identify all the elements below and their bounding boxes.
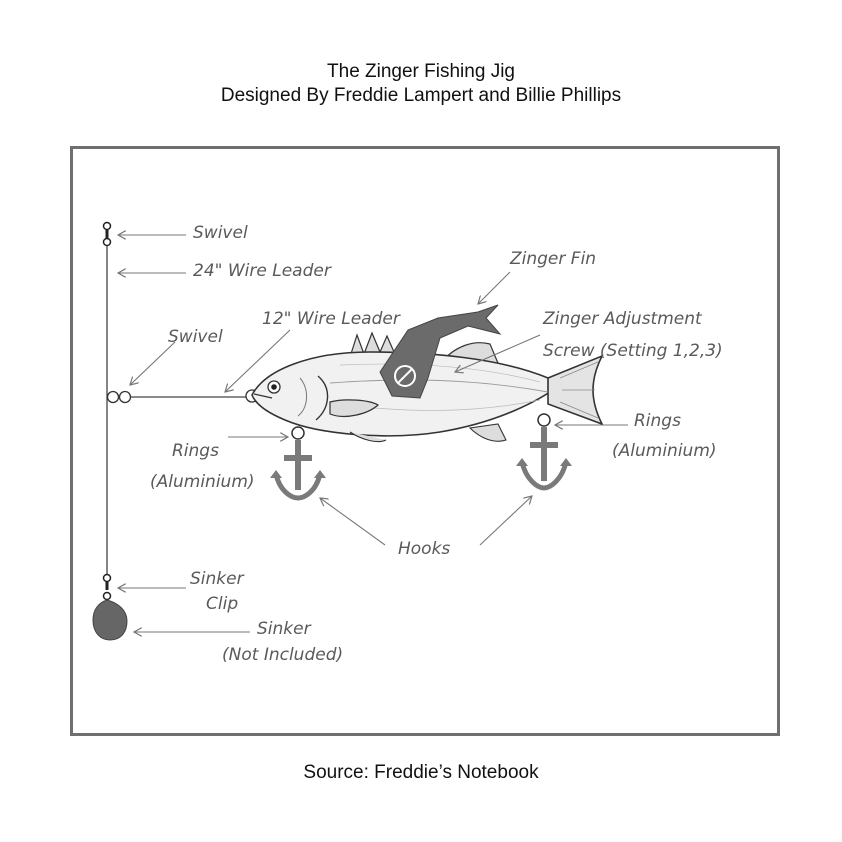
- diagram-subtitle: Designed By Freddie Lampert and Billie P…: [220, 85, 622, 106]
- label-zinger-adjustment: Zinger Adjustment: [542, 309, 703, 329]
- ring-right-icon: [537, 413, 551, 427]
- label-sinker-note: (Not Included): [222, 645, 343, 665]
- hook-left-icon: [270, 440, 326, 501]
- label-zinger-fin: Zinger Fin: [509, 249, 596, 269]
- diagram-frame: [70, 146, 780, 736]
- label-adjustment-screw: Screw (Setting 1,2,3): [543, 341, 723, 361]
- sinker-icon: [92, 599, 128, 641]
- label-wire-leader-12: 12" Wire Leader: [262, 309, 401, 329]
- label-swivel-top: Swivel: [193, 223, 248, 243]
- label-sinker-clip-2: Clip: [206, 594, 238, 614]
- title-block: The Zinger Fishing Jig Designed By Fredd…: [0, 60, 842, 108]
- annotation-arrows: [118, 235, 628, 632]
- zinger-fin-icon: [379, 304, 502, 399]
- label-sinker-clip: Sinker: [190, 569, 245, 589]
- label-rings-right-material: (Aluminium): [612, 441, 717, 461]
- label-rings-right: Rings: [634, 411, 681, 431]
- label-swivel-mid: Swivel: [168, 327, 223, 347]
- label-wire-leader-24: 24" Wire Leader: [193, 261, 332, 281]
- sinker-clip-icon: [102, 573, 112, 601]
- label-hooks: Hooks: [398, 539, 450, 559]
- mid-swivel-icon: [106, 390, 132, 404]
- ring-left-icon: [291, 426, 305, 440]
- diagram-title: The Zinger Fishing Jig: [327, 61, 515, 82]
- label-rings-left: Rings: [172, 441, 219, 461]
- top-swivel-icon: [102, 221, 112, 247]
- label-sinker: Sinker: [257, 619, 312, 639]
- hook-right-icon: [516, 427, 572, 491]
- source-caption: Source: Freddie’s Notebook: [303, 762, 539, 783]
- label-rings-left-material: (Aluminium): [150, 472, 255, 492]
- adjustment-screw-icon: [394, 365, 416, 387]
